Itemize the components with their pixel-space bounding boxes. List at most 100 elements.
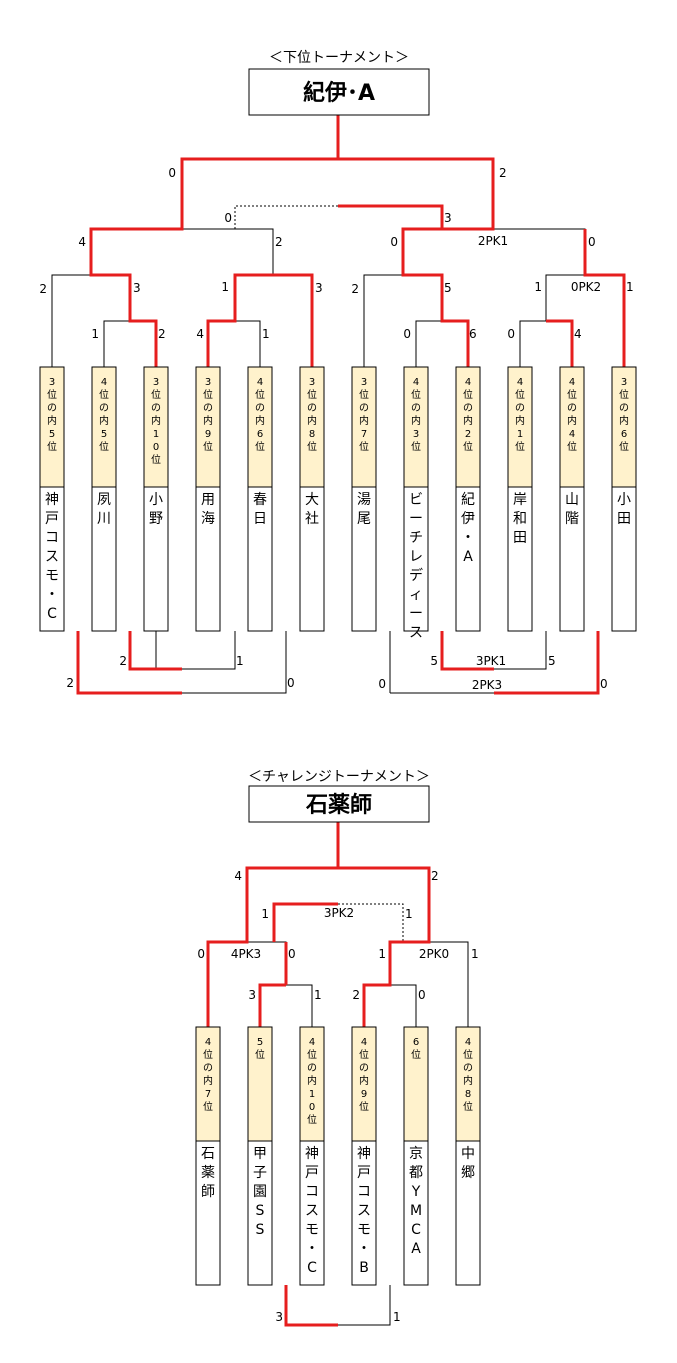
entry-team-name: 岸和田 xyxy=(513,492,527,546)
tournament-title: ＜チャレンジトーナメント＞ xyxy=(248,769,430,785)
score-label: 0 xyxy=(390,235,398,249)
placement-winner-path xyxy=(440,631,494,671)
entry-team-name: 紀伊・A xyxy=(461,492,475,565)
winner-path xyxy=(206,273,273,367)
score-label: 1 xyxy=(262,327,270,341)
score-label: 0 xyxy=(197,947,205,961)
entry-team-cell xyxy=(403,1140,429,1286)
entry-team-cell xyxy=(247,1140,273,1286)
score-label: 1 xyxy=(534,280,542,294)
entry-team-name: ビーチレディース xyxy=(409,492,423,641)
winner-path xyxy=(89,115,340,367)
entry-team-name: 大社 xyxy=(305,492,319,527)
bracket-line xyxy=(429,941,469,1027)
entry-team-cell xyxy=(91,486,117,632)
tournament-title: ＜下位トーナメント＞ xyxy=(269,50,409,66)
entry-team-name: 湯尾 xyxy=(357,491,371,527)
bracket-line xyxy=(90,228,182,275)
score-label: 2 xyxy=(119,654,127,668)
bracket-dashed-line xyxy=(338,205,443,229)
score-label: 1 xyxy=(221,280,229,294)
entry-rank-cell xyxy=(39,366,65,488)
entry-team-cell xyxy=(299,1140,325,1286)
score-label: 0 xyxy=(168,166,176,180)
bracket-dashed-line xyxy=(338,903,404,942)
bracket-line xyxy=(103,320,130,367)
score-label: 3 xyxy=(133,281,141,295)
winner-path xyxy=(272,902,338,942)
score-label: 0 xyxy=(507,327,515,341)
winner-name: 紀伊･A xyxy=(303,80,375,106)
score-label: 4 xyxy=(78,235,86,249)
entry-team-name: 小野 xyxy=(149,492,163,527)
score-label: 2PK3 xyxy=(472,678,502,692)
winner-path xyxy=(338,157,495,367)
score-label: 3PK2 xyxy=(324,906,354,920)
score-label: 3PK1 xyxy=(476,654,506,668)
score-label: 2 xyxy=(431,869,439,883)
score-label: 1 xyxy=(378,947,386,961)
bracket-line xyxy=(403,274,443,321)
score-label: 5 xyxy=(430,654,438,668)
bracket-dashed-line xyxy=(234,205,338,229)
score-label: 3 xyxy=(315,281,323,295)
entry-rank-cell xyxy=(91,366,117,488)
bracket-line xyxy=(234,274,273,321)
entry-rank-cell xyxy=(299,1026,325,1142)
entry-team-name: 春日 xyxy=(253,492,267,527)
entry-rank-cell xyxy=(559,366,585,488)
entry-team-cell xyxy=(195,486,221,632)
score-label: 4 xyxy=(234,869,242,883)
score-label: 1 xyxy=(393,1310,401,1324)
winner-name: 石薬師 xyxy=(305,792,372,818)
score-label: 2PK1 xyxy=(478,234,508,248)
score-label: 5 xyxy=(548,654,556,668)
score-label: 6 xyxy=(469,327,477,341)
placement-line xyxy=(338,1285,391,1326)
bracket-line xyxy=(182,228,274,275)
score-label: 3 xyxy=(444,211,452,225)
placement-winner-path xyxy=(494,631,600,695)
score-label: 2 xyxy=(351,282,359,296)
entry-team-name: 中郷 xyxy=(461,1146,475,1181)
entry-rank-cell xyxy=(403,366,429,488)
winner-box xyxy=(248,785,430,823)
entry-team-cell xyxy=(455,486,481,632)
entry-rank-cell xyxy=(507,366,533,488)
bracket-line xyxy=(51,274,91,367)
score-label: 1 xyxy=(261,907,269,921)
entry-team-cell xyxy=(403,486,429,632)
winner-path xyxy=(338,866,431,1027)
bracket-line xyxy=(363,274,403,367)
placement-line xyxy=(78,631,287,694)
entry-team-cell xyxy=(455,1140,481,1286)
score-label: 2PK0 xyxy=(419,947,449,961)
entry-team-cell xyxy=(351,486,377,632)
entry-team-cell xyxy=(611,486,637,632)
score-label: 4 xyxy=(574,327,582,341)
placement-winner-path xyxy=(284,1285,338,1327)
entry-team-cell xyxy=(195,1140,221,1286)
bracket-line xyxy=(390,984,417,1027)
bracket-line xyxy=(91,274,131,321)
bracket-line xyxy=(545,274,585,321)
entry-rank-cell xyxy=(455,1026,481,1142)
score-label: 2 xyxy=(275,235,283,249)
placement-winner-path xyxy=(128,631,182,671)
entry-team-cell xyxy=(299,486,325,632)
entry-rank-cell xyxy=(143,366,169,488)
entry-rank-cell xyxy=(403,1026,429,1142)
entry-team-cell xyxy=(247,486,273,632)
entry-team-name: 神戸コスモ・C xyxy=(305,1146,319,1276)
entry-rank-cell xyxy=(611,366,637,488)
bracket-line xyxy=(519,320,546,367)
entry-team-cell xyxy=(507,486,533,632)
